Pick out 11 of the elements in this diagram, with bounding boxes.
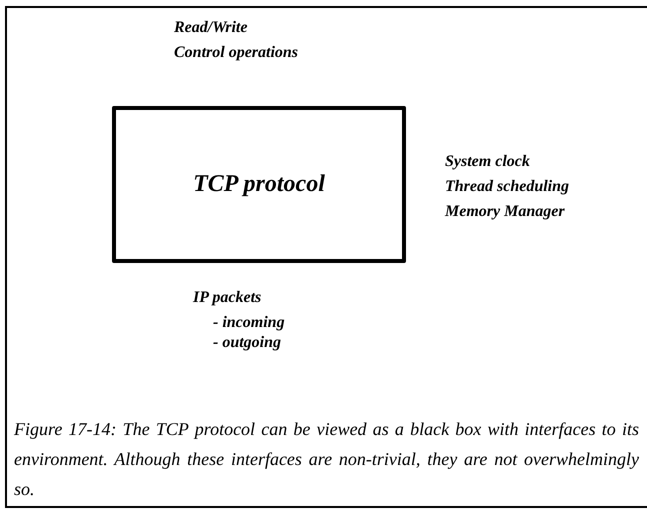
interface-label: IP packets <box>193 288 262 308</box>
interface-label: Control operations <box>174 43 298 63</box>
interface-label: System clock <box>445 152 530 172</box>
figure-caption: Figure 17-14: The TCP protocol can be viewed as a black box with interfaces to its environment. Although these interfaces are non-trivial, they are not overwhelmingly so. <box>14 418 639 501</box>
interface-label: Read/Write <box>174 18 248 38</box>
process-box <box>112 106 406 263</box>
box-title: TCP protocol <box>193 171 325 198</box>
interface-label: - incoming <box>213 313 285 333</box>
interface-label: Thread scheduling <box>445 177 570 197</box>
interface-label: - outgoing <box>213 333 282 353</box>
interface-label: Memory Manager <box>445 202 565 222</box>
